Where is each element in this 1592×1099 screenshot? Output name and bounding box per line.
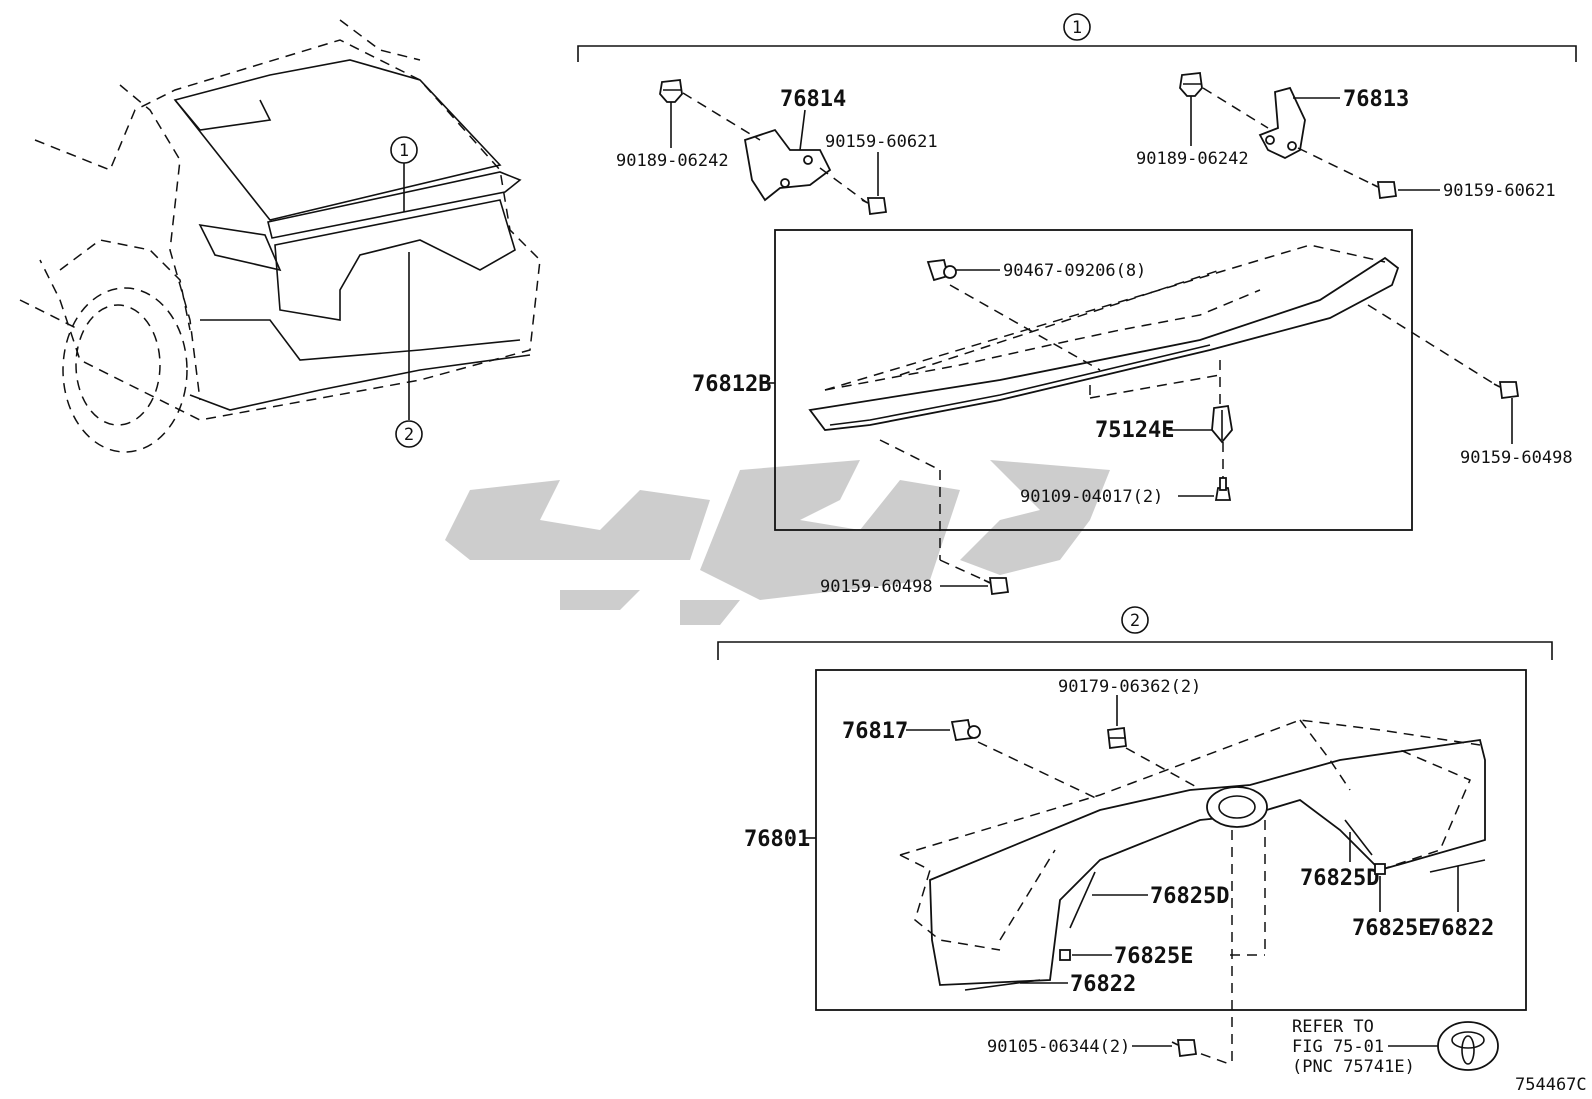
clip-icon (659, 79, 683, 103)
part-90159-60621-right: 90159-60621 (1443, 181, 1556, 201)
section-1-callout-label: 1 (1072, 18, 1082, 38)
part-76813: 76813 (1343, 87, 1409, 112)
part-90467-09206: 90467-09206(8) (1003, 261, 1146, 281)
clip-icon (1107, 726, 1127, 750)
screw-icon (983, 577, 1010, 596)
part-90159-60621-left: 90159-60621 (825, 132, 938, 152)
screw-icon (861, 197, 888, 216)
part-76825E-left: 76825E (1114, 944, 1193, 969)
vehicle-rear-view: 1 2 (19, 19, 541, 453)
refer-line-3: (PNC 75741E) (1292, 1057, 1415, 1077)
screw-icon (1371, 181, 1398, 200)
callout-circle-1 (390, 136, 418, 164)
clip-icon (1179, 72, 1203, 97)
spoiler-assembly-frame (774, 229, 1413, 531)
part-76822-left: 76822 (1070, 972, 1136, 997)
rear-spoiler (808, 256, 1400, 431)
part-76812B: 76812B (692, 372, 771, 397)
callout-1-label: 1 (399, 141, 409, 161)
section-1-bracket (577, 45, 1577, 62)
back-door-garnish (929, 738, 1486, 986)
part-90189-06242-left: 90189-06242 (616, 151, 729, 171)
section-2-callout (1121, 606, 1149, 634)
section-2-callout-label: 2 (1130, 611, 1140, 631)
bracket-75124E (1211, 404, 1233, 444)
bracket-76813: 76813 (1258, 86, 1409, 160)
bolt-icon (1171, 1039, 1198, 1058)
refer-note: REFER TO FIG 75-01 (PNC 75741E) (1292, 1017, 1440, 1077)
part-90109-04017: 90109-04017(2) (1020, 487, 1163, 507)
garnish-assembly-frame (815, 669, 1527, 1011)
clip-icon (926, 259, 957, 282)
part-76822-right: 76822 (1428, 916, 1494, 941)
callout-2-label: 2 (404, 425, 414, 445)
part-90179-06362: 90179-06362(2) (1058, 677, 1201, 697)
callout-circle-2 (395, 420, 423, 448)
refer-line-2: FIG 75-01 (1292, 1037, 1384, 1057)
part-90105-06344: 90105-06344(2) (987, 1037, 1130, 1057)
part-90159-60498-bottom: 90159-60498 (820, 577, 933, 597)
part-76817: 76817 (842, 719, 908, 744)
garnish-emblem-icon (1206, 786, 1268, 828)
part-76825E-right: 76825E (1352, 916, 1431, 941)
figure-id: 754467C (1515, 1075, 1587, 1095)
section-2-garnish: 2 76801 90179-06362(2) 76817 (717, 606, 1553, 1077)
section-1-callout (1063, 13, 1091, 41)
screw-icon (1493, 381, 1520, 400)
part-76825D-left: 76825D (1150, 884, 1229, 909)
section-2-bracket (717, 641, 1553, 660)
part-75124E: 75124E (1095, 418, 1174, 443)
part-76801: 76801 (744, 827, 810, 852)
part-76814: 76814 (780, 87, 846, 112)
toyota-emblem-icon (1437, 1021, 1499, 1071)
clip-icon (950, 719, 981, 741)
bracket-76814: 76814 (743, 87, 846, 202)
part-76825D-right: 76825D (1300, 866, 1379, 891)
section-1-spoiler: 1 76814 90189-06242 90159-60621 (577, 13, 1577, 597)
part-90189-06242-right: 90189-06242 (1136, 149, 1249, 169)
refer-line-1: REFER TO (1292, 1017, 1374, 1037)
bolt-icon (1214, 477, 1232, 501)
watermark-logo (445, 460, 1110, 625)
part-90159-60498-right: 90159-60498 (1460, 448, 1573, 468)
